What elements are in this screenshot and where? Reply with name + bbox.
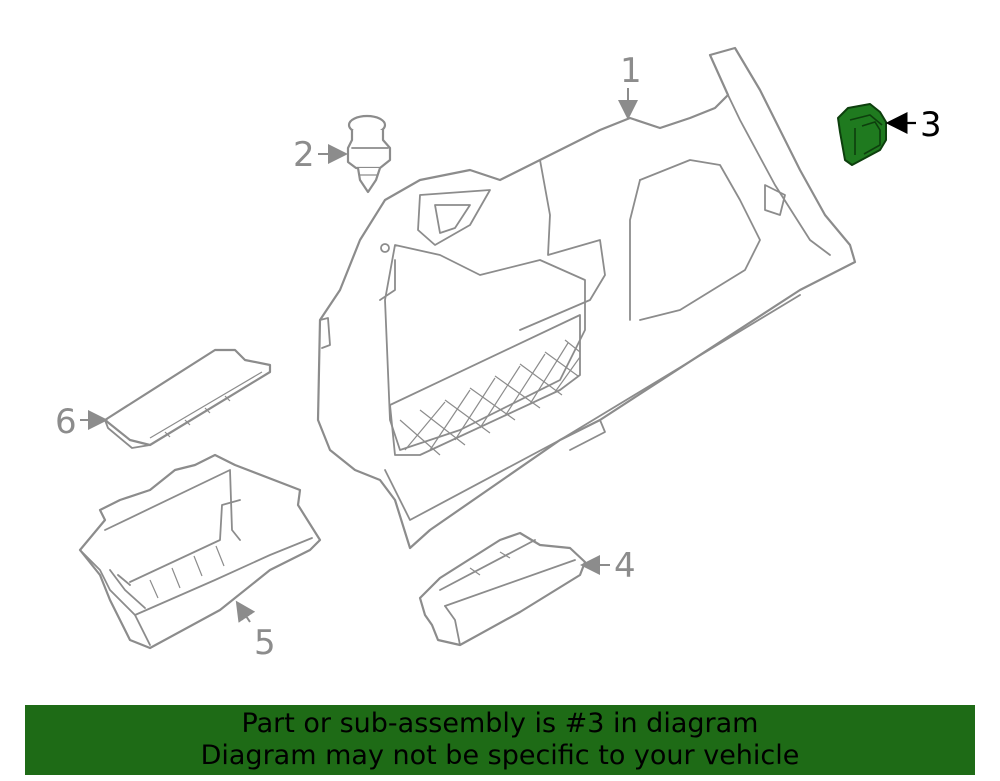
callout-1: 1 [620, 51, 642, 91]
callout-6: 6 [55, 402, 77, 442]
part-5-storage-tray[interactable] [78, 453, 322, 650]
part-1-trim-panel[interactable] [316, 46, 857, 550]
part-2-clip[interactable] [346, 114, 392, 194]
part-3-highlighted[interactable] [837, 103, 887, 166]
callout-2: 2 [293, 135, 315, 175]
leader-5 [235, 600, 256, 623]
part-6-cover-panel[interactable] [103, 348, 272, 449]
parts-diagram: 1 2 3 4 5 6 [55, 46, 942, 663]
net-pocket [389, 314, 581, 456]
info-banner: Part or sub-assembly is #3 in diagram Di… [25, 705, 975, 775]
callout-4: 4 [614, 546, 636, 586]
banner-line-2: Diagram may not be specific to your vehi… [200, 740, 800, 771]
banner-line-1: Part or sub-assembly is #3 in diagram [241, 708, 759, 739]
callout-5: 5 [254, 623, 276, 663]
part-4-bracket[interactable] [418, 531, 587, 647]
callout-3: 3 [920, 105, 942, 145]
